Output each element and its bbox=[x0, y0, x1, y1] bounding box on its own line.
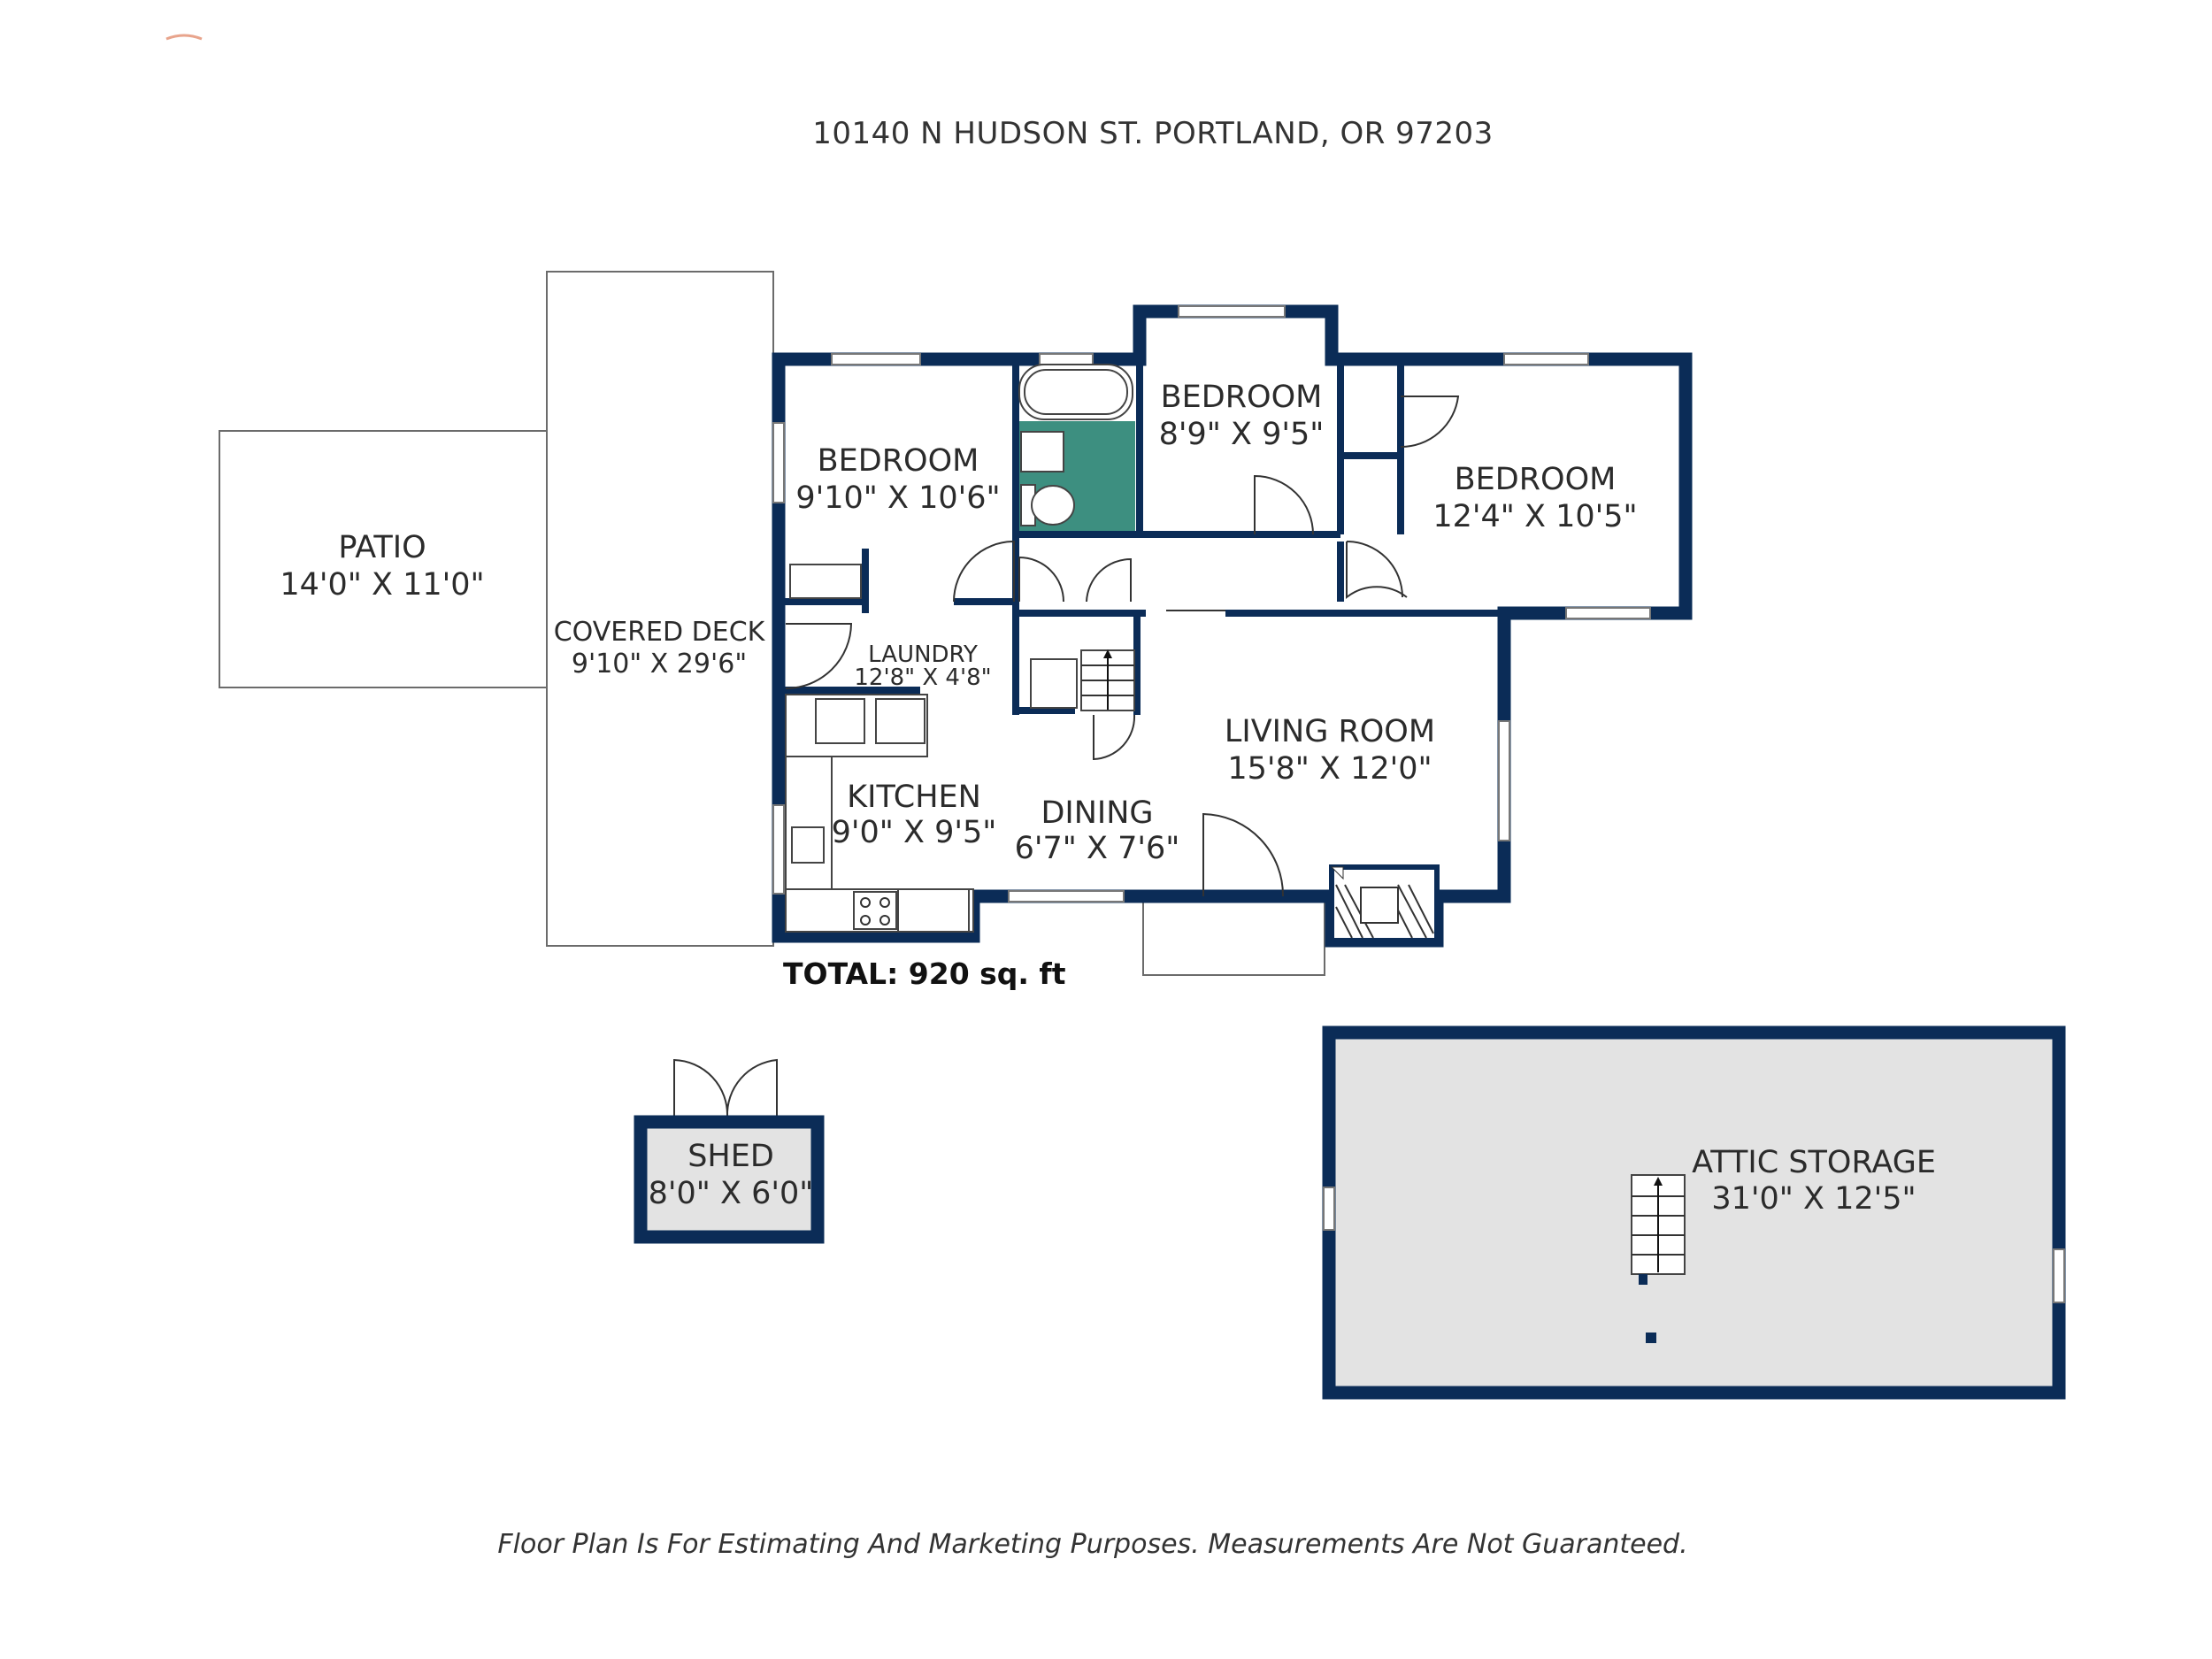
windows bbox=[772, 305, 1651, 902]
total-area: TOTAL: 920 sq. ft bbox=[783, 956, 1066, 991]
svg-text:8'9" X 9'5": 8'9" X 9'5" bbox=[1159, 417, 1325, 452]
attic-window-left bbox=[1323, 1187, 1335, 1231]
living-room-label: LIVING ROOM 15'8" X 12'0" bbox=[1225, 714, 1435, 787]
covered-deck-label: COVERED DECK 9'10" X 29'6" bbox=[554, 617, 766, 680]
svg-text:PATIO: PATIO bbox=[338, 530, 426, 565]
svg-text:8'0" X 6'0": 8'0" X 6'0" bbox=[649, 1176, 814, 1211]
fireplace bbox=[1329, 864, 1440, 943]
svg-text:14'0" X 11'0": 14'0" X 11'0" bbox=[280, 567, 484, 603]
svg-text:15'8" X 12'0": 15'8" X 12'0" bbox=[1227, 751, 1432, 787]
svg-text:DINING: DINING bbox=[1041, 795, 1153, 831]
doors bbox=[673, 396, 1460, 1118]
svg-text:9'10" X 10'6": 9'10" X 10'6" bbox=[795, 480, 1000, 516]
svg-text:12'8" X 4'8": 12'8" X 4'8" bbox=[854, 664, 991, 691]
main-staircase bbox=[1080, 649, 1135, 711]
bedroom-1-label: BEDROOM 9'10" X 10'6" bbox=[795, 443, 1000, 516]
kitchen-label: KITCHEN 9'0" X 9'5" bbox=[832, 780, 997, 850]
covered-deck-area bbox=[546, 271, 774, 947]
svg-text:KITCHEN: KITCHEN bbox=[847, 780, 981, 815]
disclaimer: Floor Plan Is For Estimating And Marketi… bbox=[497, 1529, 1687, 1560]
svg-text:BEDROOM: BEDROOM bbox=[1161, 380, 1323, 415]
svg-text:31'0" X 12'5": 31'0" X 12'5" bbox=[1711, 1181, 1916, 1217]
svg-text:SHED: SHED bbox=[687, 1139, 774, 1174]
svg-text:ATTIC STORAGE: ATTIC STORAGE bbox=[1692, 1145, 1936, 1180]
shed-label: SHED 8'0" X 6'0" bbox=[649, 1139, 814, 1211]
bedroom-2-label: BEDROOM 8'9" X 9'5" bbox=[1159, 380, 1325, 452]
svg-text:LIVING ROOM: LIVING ROOM bbox=[1225, 714, 1435, 749]
svg-text:BEDROOM: BEDROOM bbox=[818, 443, 979, 479]
patio-label: PATIO 14'0" X 11'0" bbox=[280, 530, 484, 603]
svg-text:12'4" X 10'5": 12'4" X 10'5" bbox=[1432, 499, 1637, 534]
svg-text:BEDROOM: BEDROOM bbox=[1455, 462, 1617, 497]
patio-area bbox=[219, 430, 548, 688]
bedroom-3-label: BEDROOM 12'4" X 10'5" bbox=[1432, 462, 1637, 534]
svg-text:COVERED DECK: COVERED DECK bbox=[554, 617, 766, 648]
attic-window-right bbox=[2053, 1248, 2065, 1303]
front-step bbox=[1142, 898, 1325, 976]
svg-text:9'0" X 9'5": 9'0" X 9'5" bbox=[832, 815, 997, 850]
svg-text:6'7" X 7'6": 6'7" X 7'6" bbox=[1015, 831, 1180, 866]
laundry-label: LAUNDRY 12'8" X 4'8" bbox=[854, 641, 991, 691]
fixtures bbox=[785, 364, 1225, 933]
logo-mark bbox=[165, 34, 203, 41]
address-title: 10140 N HUDSON ST. PORTLAND, OR 97203 bbox=[812, 116, 1494, 151]
attic-staircase bbox=[1631, 1174, 1686, 1285]
shed-floor bbox=[641, 1122, 818, 1237]
attic-floor bbox=[1329, 1033, 2059, 1393]
attic-post bbox=[1646, 1333, 1656, 1343]
svg-text:9'10" X 29'6": 9'10" X 29'6" bbox=[572, 649, 747, 680]
shed-wall bbox=[634, 1115, 825, 1244]
dining-label: DINING 6'7" X 7'6" bbox=[1015, 795, 1180, 866]
attic-storage-label: ATTIC STORAGE 31'0" X 12'5" bbox=[1692, 1145, 1936, 1217]
svg-text:LAUNDRY: LAUNDRY bbox=[868, 641, 978, 668]
